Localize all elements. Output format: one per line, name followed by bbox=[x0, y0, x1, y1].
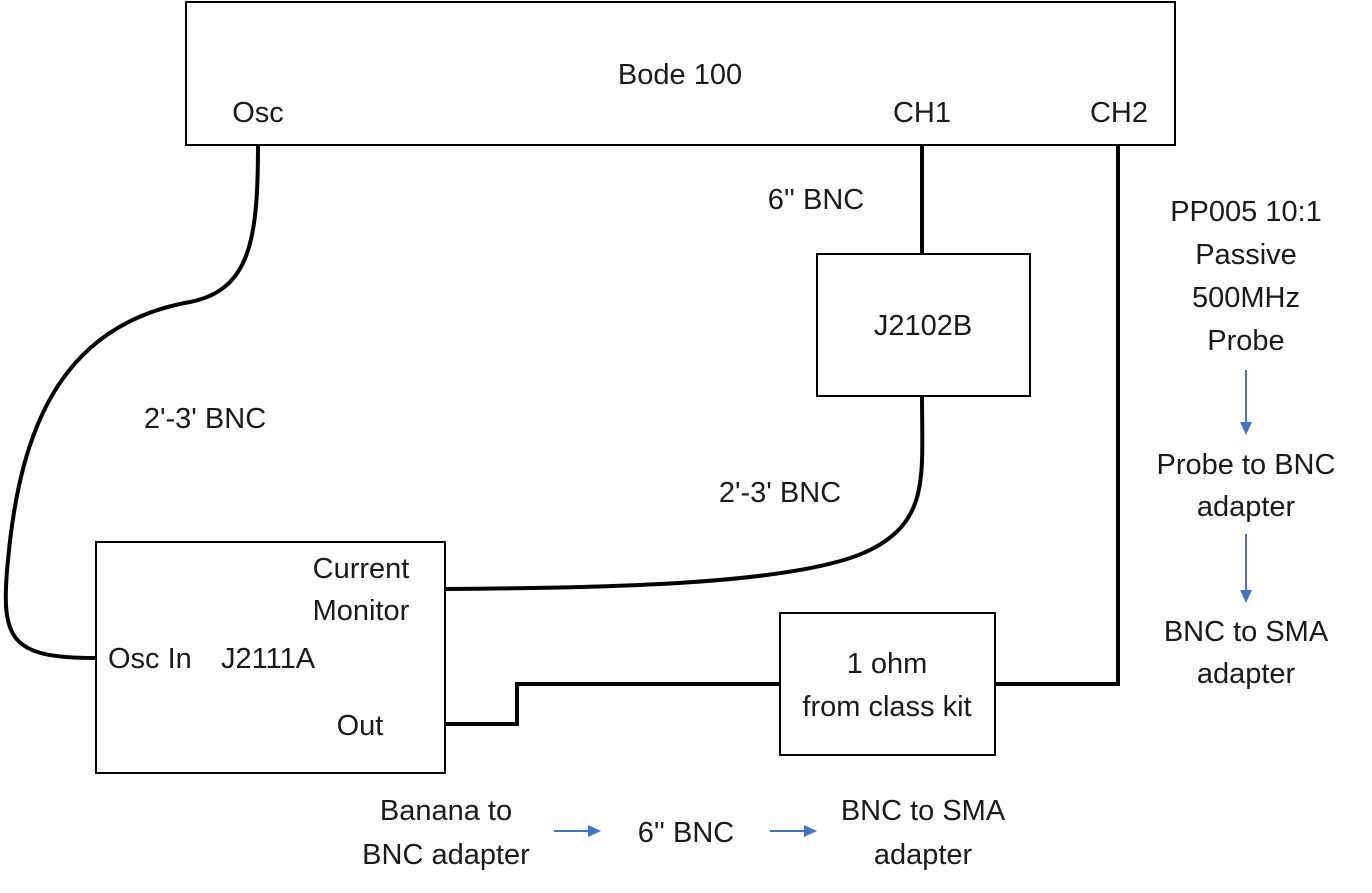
bode-title: Bode 100 bbox=[618, 59, 742, 91]
out-arrow-1-head bbox=[588, 825, 601, 837]
banana-adapter-label-2: BNC adapter bbox=[362, 839, 530, 871]
out-label: Out bbox=[337, 710, 384, 742]
resistor-label-1: 1 ohm bbox=[847, 648, 928, 680]
osc-cable bbox=[3, 144, 260, 660]
monitor-cable bbox=[444, 395, 925, 591]
ch1-port-label: CH1 bbox=[893, 97, 951, 129]
resistor-box bbox=[779, 612, 996, 756]
j2111a-label: J2111A bbox=[221, 643, 316, 675]
probe-arrow-1-head bbox=[1240, 422, 1252, 435]
current-monitor-label-1: Current bbox=[313, 553, 410, 585]
out-sma-adapter-label-1: BNC to SMA bbox=[841, 795, 1006, 827]
j2111a-box bbox=[95, 541, 446, 774]
probe-label-2: Passive bbox=[1195, 239, 1297, 271]
monitor-cable-label: 2'-3' BNC bbox=[719, 477, 841, 509]
j2102b-label: J2102B bbox=[874, 310, 972, 342]
probe-arrow-2-head bbox=[1240, 590, 1252, 603]
probe-adapter-label-2: adapter bbox=[1197, 491, 1296, 523]
out-cable bbox=[445, 682, 780, 726]
probe-label-3: 500MHz bbox=[1192, 282, 1300, 314]
osc-port-label: Osc bbox=[232, 97, 284, 129]
osc-cable-label: 2'-3' BNC bbox=[144, 403, 266, 435]
probe-label-1: PP005 10:1 bbox=[1170, 196, 1322, 228]
bode-100-box bbox=[185, 1, 1176, 146]
probe-label-4: Probe bbox=[1207, 325, 1284, 357]
current-monitor-label-2: Monitor bbox=[313, 595, 410, 627]
out-bnc-label: 6'' BNC bbox=[638, 817, 735, 849]
ch2-probe-cable bbox=[995, 145, 1120, 686]
ch2-port-label: CH2 bbox=[1090, 97, 1148, 129]
sma-adapter-label-2: adapter bbox=[1197, 658, 1296, 690]
out-arrow-2-head bbox=[804, 825, 817, 837]
out-sma-adapter-label-2: adapter bbox=[874, 839, 973, 871]
ch1-cable-label: 6'' BNC bbox=[768, 184, 865, 216]
resistor-label-2: from class kit bbox=[802, 691, 971, 723]
banana-adapter-label-1: Banana to bbox=[380, 795, 512, 827]
probe-adapter-label-1: Probe to BNC bbox=[1157, 449, 1336, 481]
osc-in-label: Osc In bbox=[108, 643, 192, 675]
sma-adapter-label-1: BNC to SMA bbox=[1164, 616, 1329, 648]
j2102b-box bbox=[816, 253, 1031, 397]
